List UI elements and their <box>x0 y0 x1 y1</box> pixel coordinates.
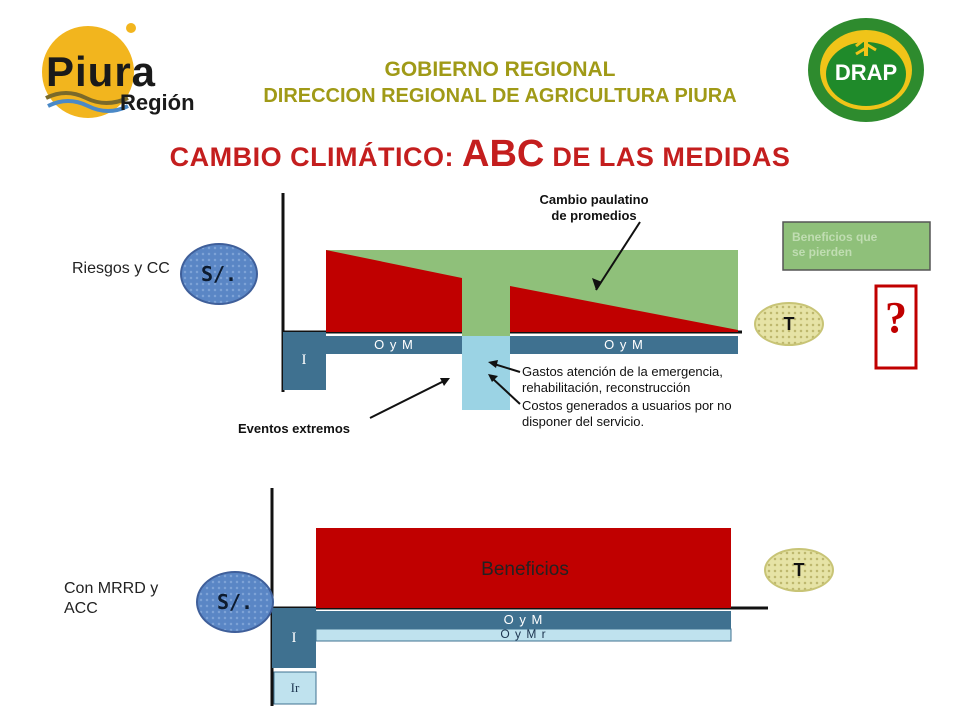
top-om-right-label: O y M <box>604 337 644 352</box>
title-part-abc: ABC <box>462 133 545 175</box>
slide-title: CAMBIO CLIMÁTICO: ABC DE LAS MEDIDAS <box>0 132 960 179</box>
top-investment-label: I <box>301 352 308 368</box>
bottom-money-oval: S/. <box>196 571 274 633</box>
emergency-costs-column <box>462 336 510 410</box>
bottom-row-label: Con MRRD y ACC <box>64 579 158 619</box>
drap-logo: DRAP <box>806 16 926 124</box>
avg-change-arrowhead <box>592 278 602 290</box>
legend-line-2: se pierden <box>792 245 853 259</box>
top-time-oval: T <box>754 302 824 346</box>
org-line-1: GOBIERNO REGIONAL <box>384 58 616 81</box>
bottom-row-label-2: ACC <box>64 600 98 617</box>
benefits-right-triangle <box>510 286 738 332</box>
title-part-1: CAMBIO CLIMÁTICO: <box>169 142 463 172</box>
region-logo-word: Región <box>120 90 195 115</box>
top-money-oval: S/. <box>180 243 258 305</box>
question-mark: ? <box>885 293 907 342</box>
drap-center-text: DRAP <box>834 60 898 85</box>
bottom-om-label: O y M <box>503 612 544 627</box>
top-time-symbol: T <box>783 313 795 334</box>
extreme-event-gap <box>462 250 510 336</box>
costs-arrow-1-line <box>493 363 521 373</box>
piura-logo-graphic <box>42 23 136 118</box>
top-om-left-label: O y M <box>374 337 414 352</box>
costs-line-1: Gastos atención de la emergencia, <box>522 364 723 379</box>
costs-line-2: rehabilitación, reconstrucción <box>522 380 691 395</box>
avg-change-line-2: de promedios <box>551 208 637 223</box>
title-part-3: DE LAS MEDIDAS <box>544 142 791 172</box>
piura-region-logo: Piura Región <box>36 18 216 122</box>
benefits-label: Beneficios <box>481 559 569 580</box>
benefits-left-triangle <box>326 250 462 332</box>
legend-label: Beneficios que se pierden <box>792 230 877 260</box>
top-row-label: Riesgos y CC <box>72 260 170 277</box>
extreme-events-arrowhead <box>440 378 450 386</box>
top-money-symbol: S/. <box>200 262 238 286</box>
avg-change-label: Cambio paulatino de promedios <box>524 192 664 224</box>
avg-change-arrow-line <box>595 221 641 291</box>
bottom-investment-label: I <box>291 630 297 646</box>
drap-logo-graphic <box>808 18 924 122</box>
costs-line-4: disponer del servicio. <box>522 414 645 429</box>
bottom-money-symbol: S/. <box>216 590 254 614</box>
extreme-events-label: Eventos extremos <box>238 421 350 436</box>
costs-annotation: Gastos atención de la emergencia, rehabi… <box>522 364 732 430</box>
bottom-time-symbol: T <box>793 559 805 580</box>
legend-line-1: Beneficios que <box>792 230 878 244</box>
avg-change-line-1: Cambio paulatino <box>539 192 649 207</box>
bottom-om-r-label: O y M r <box>500 627 547 641</box>
piura-logo-word: Piura <box>46 48 157 95</box>
org-line-2: DIRECCION REGIONAL DE AGRICULTURA PIURA <box>263 85 737 107</box>
costs-arrow-2-head <box>488 374 498 382</box>
costs-arrow-1-head <box>488 360 498 368</box>
bottom-time-oval: T <box>764 548 834 592</box>
costs-arrow-2-line <box>491 377 521 405</box>
ir-label: Ir <box>290 680 300 695</box>
lost-benefits-area <box>326 250 738 332</box>
costs-line-3: Costos generados a usuarios por no <box>522 398 732 413</box>
extreme-events-arrow-line <box>369 379 447 419</box>
bottom-row-label-1: Con MRRD y <box>64 580 159 597</box>
